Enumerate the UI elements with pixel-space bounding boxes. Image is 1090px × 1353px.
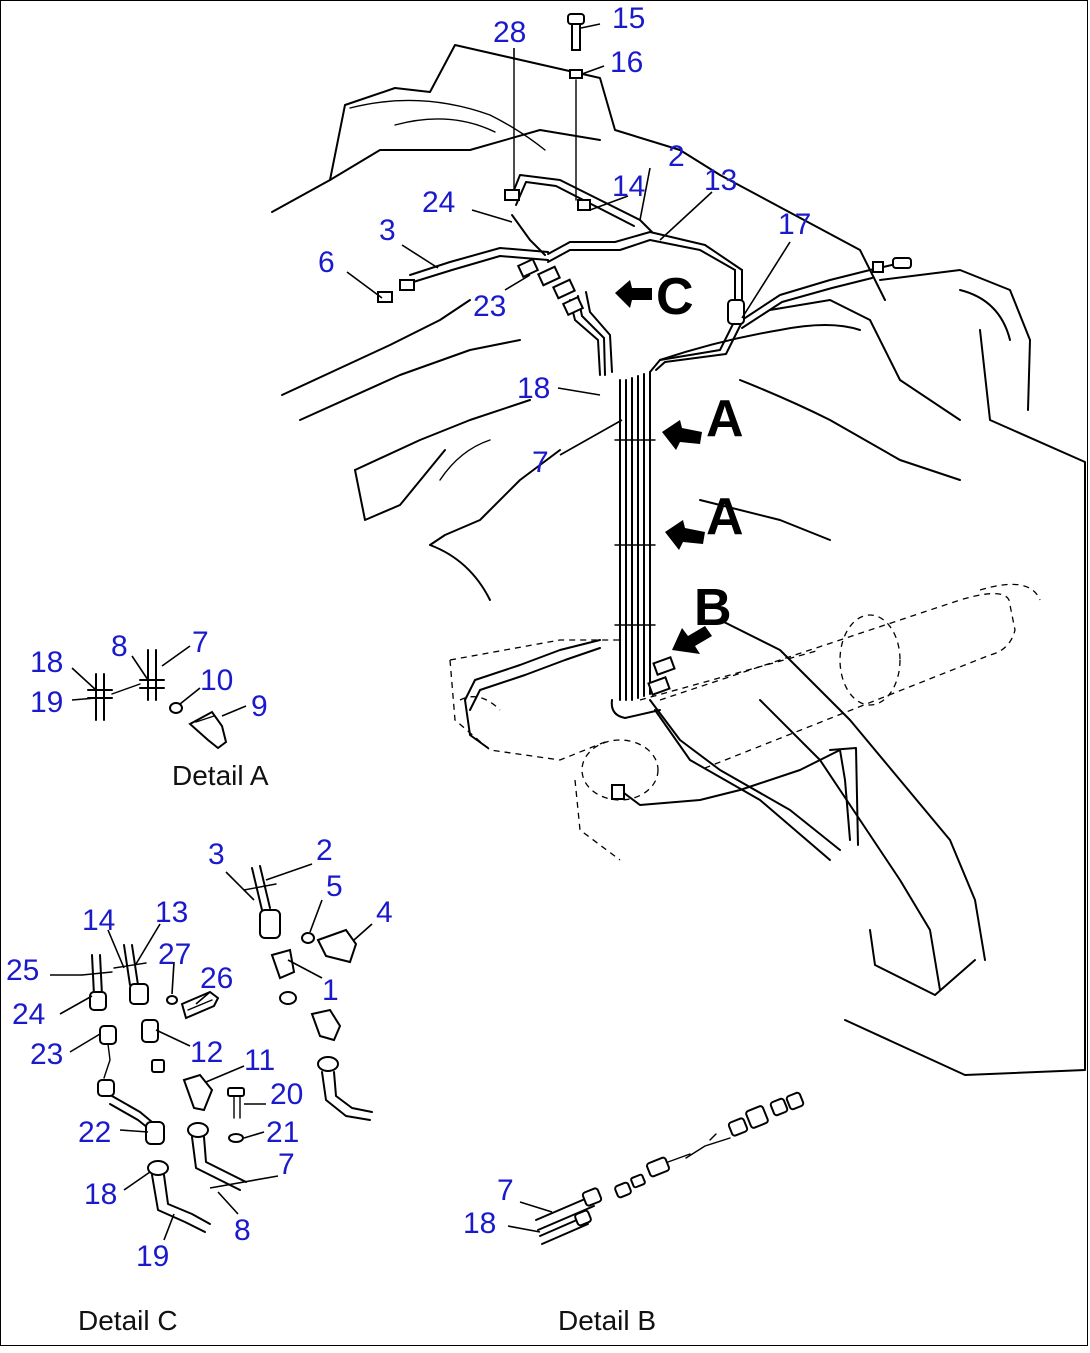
detail-a-callout-9: 9 xyxy=(251,690,268,723)
detail-a-callout-10: 10 xyxy=(200,664,233,697)
view-marker-a-lower: A xyxy=(706,488,744,546)
detail-c-callout-21: 21 xyxy=(266,1116,299,1149)
detail-a-callout-19: 19 xyxy=(30,686,63,719)
detail-a-callout-7: 7 xyxy=(192,626,209,659)
detail-c-drawing xyxy=(81,865,373,1233)
callout-6: 6 xyxy=(318,246,335,279)
detail-c-callout-25: 25 xyxy=(6,954,39,987)
detail-a-drawing xyxy=(87,649,228,750)
view-marker-a-upper: A xyxy=(706,390,744,448)
detail-c-callout-23: 23 xyxy=(30,1038,63,1071)
detail-a-callout-18: 18 xyxy=(30,646,63,679)
detail-a-caption: Detail A xyxy=(172,760,269,791)
callout-18: 18 xyxy=(517,372,550,405)
callout-7: 7 xyxy=(532,446,549,479)
view-marker-c: C xyxy=(656,268,694,326)
callout-23: 23 xyxy=(473,290,506,323)
detail-b-callout-7: 7 xyxy=(497,1174,514,1207)
detail-c-callout-1: 1 xyxy=(322,974,339,1007)
detail-c-callout-27: 27 xyxy=(158,938,191,971)
detail-b-drawing xyxy=(535,1091,805,1245)
callout-16: 16 xyxy=(610,46,643,79)
view-marker-b: B xyxy=(694,579,732,637)
detail-c-callout-18: 18 xyxy=(84,1178,117,1211)
detail-b-callout-18: 18 xyxy=(463,1207,496,1240)
detail-c-leaders xyxy=(50,863,373,1241)
detail-c-callout-4: 4 xyxy=(376,896,393,929)
detail-b-leaders xyxy=(507,1201,553,1233)
detail-c-callout-19: 19 xyxy=(136,1240,169,1273)
callout-28: 28 xyxy=(493,16,526,49)
view-arrows xyxy=(615,280,712,654)
main-leader-lines xyxy=(346,23,791,456)
arrow-a-upper-icon xyxy=(662,420,702,450)
callout-15: 15 xyxy=(612,2,645,35)
callout-2: 2 xyxy=(668,140,685,173)
main-assembly-drawing xyxy=(271,13,1086,1076)
detail-c-callout-24: 24 xyxy=(12,998,45,1031)
detail-c-callout-13: 13 xyxy=(155,896,188,929)
callout-14: 14 xyxy=(612,170,645,203)
arrow-a-lower-icon xyxy=(665,520,705,550)
detail-b-caption: Detail B xyxy=(558,1305,656,1336)
detail-c-caption: Detail C xyxy=(78,1305,178,1336)
detail-a-callout-8: 8 xyxy=(111,630,128,663)
detail-c-callout-12: 12 xyxy=(190,1036,223,1069)
detail-a-leaders xyxy=(71,645,247,717)
detail-c-callout-20: 20 xyxy=(270,1078,303,1111)
callout-3: 3 xyxy=(379,214,396,247)
detail-c-callout-14: 14 xyxy=(82,904,115,937)
detail-c-callout-22: 22 xyxy=(78,1116,111,1149)
arrow-c-icon xyxy=(615,280,652,308)
callout-17: 17 xyxy=(778,208,811,241)
detail-c-callout-11: 11 xyxy=(244,1044,275,1077)
callout-13: 13 xyxy=(704,164,737,197)
arrow-b-icon xyxy=(672,626,712,654)
detail-c-callout-2: 2 xyxy=(316,834,333,867)
detail-c-callout-8: 8 xyxy=(234,1214,251,1247)
detail-c-callout-7: 7 xyxy=(278,1148,295,1181)
callout-24: 24 xyxy=(422,186,455,219)
detail-c-callout-3: 3 xyxy=(208,838,225,871)
detail-c-callout-26: 26 xyxy=(200,962,233,995)
detail-c-callout-5: 5 xyxy=(326,870,343,903)
